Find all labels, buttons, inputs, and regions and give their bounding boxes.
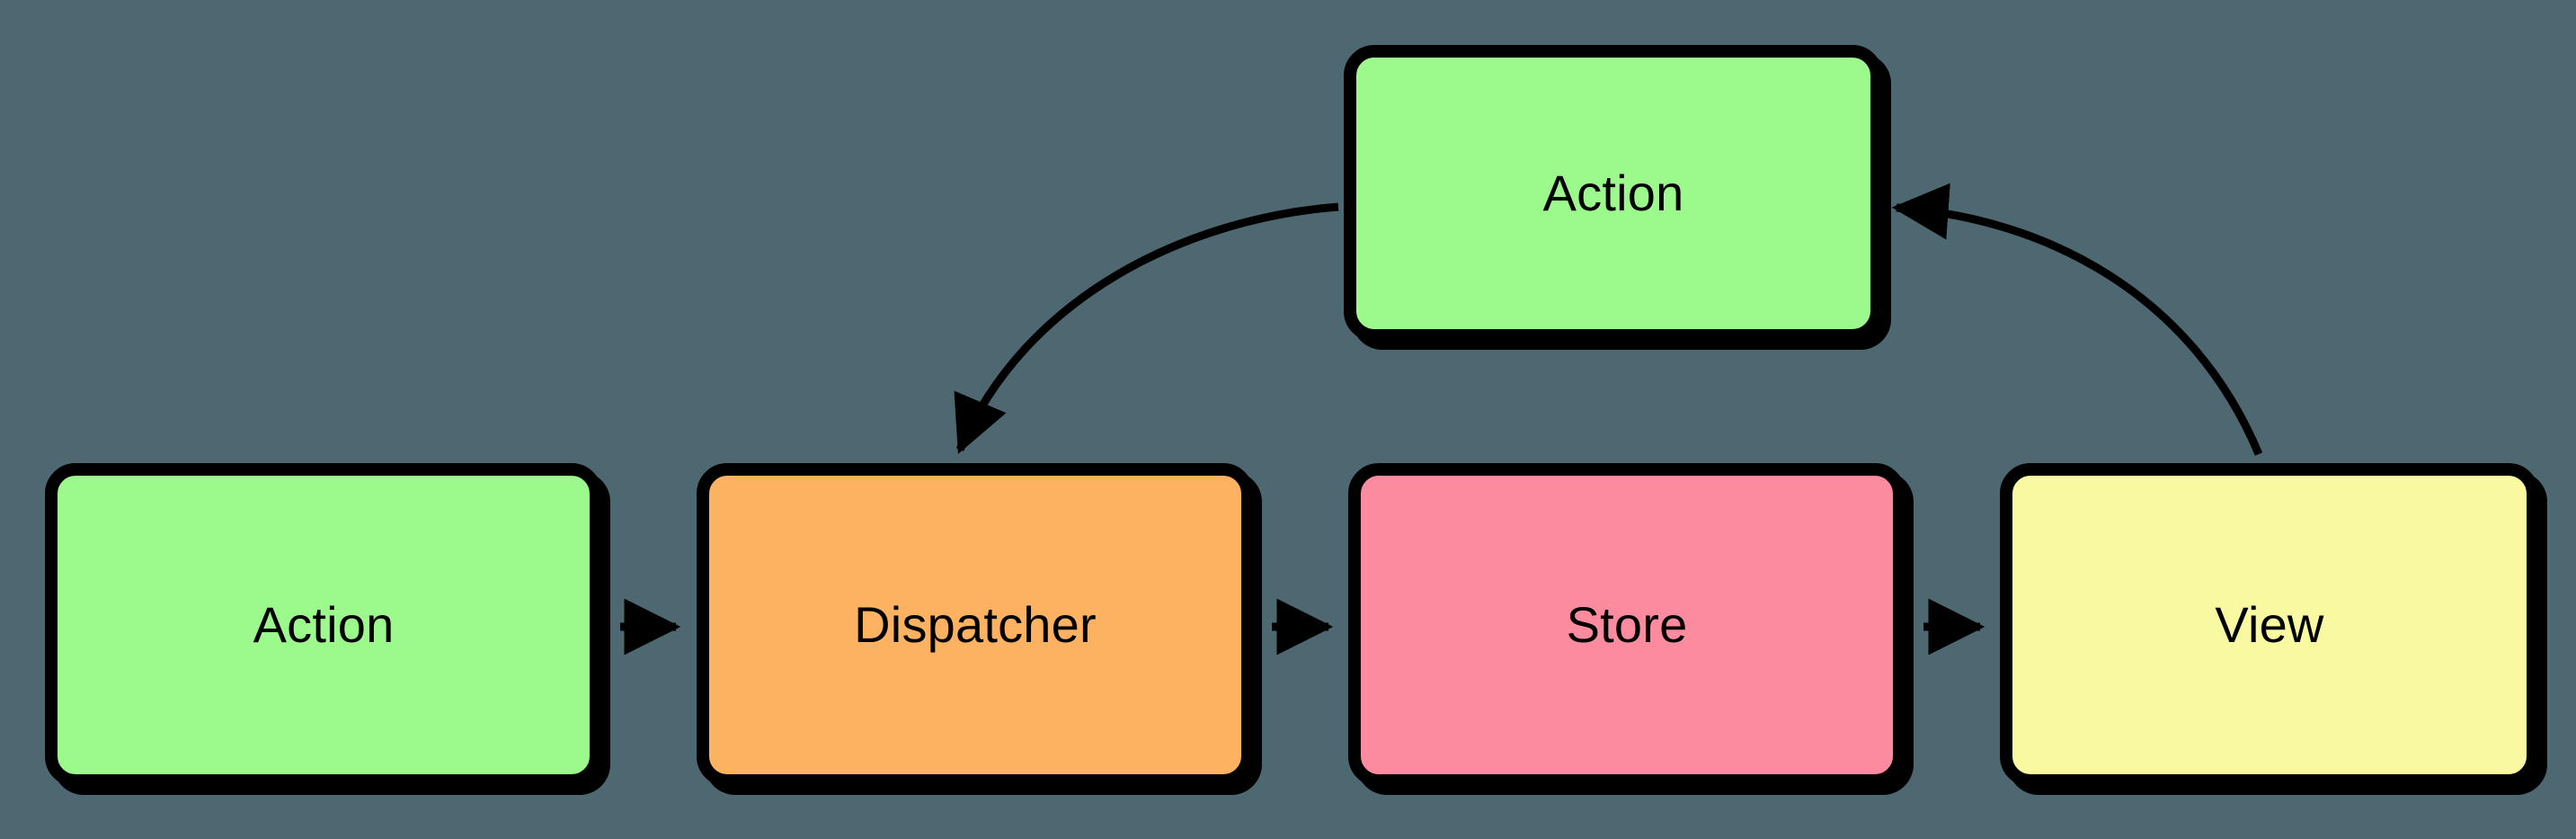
edge-view-to-action-top — [1891, 183, 2263, 456]
node-label-action-left: Action — [253, 596, 395, 653]
edge-action-top-to-dispatcher — [954, 202, 1339, 454]
node-label-dispatcher: Dispatcher — [854, 596, 1097, 653]
node-view[interactable]: View — [2000, 463, 2539, 787]
node-action-top[interactable]: Action — [1344, 45, 1883, 342]
node-action-left[interactable]: Action — [45, 463, 602, 787]
node-store[interactable]: Store — [1348, 463, 1905, 787]
node-label-action-top: Action — [1542, 165, 1684, 221]
node-label-view: View — [2215, 596, 2324, 653]
node-dispatcher[interactable]: Dispatcher — [697, 463, 1254, 787]
node-label-store: Store — [1566, 596, 1688, 653]
